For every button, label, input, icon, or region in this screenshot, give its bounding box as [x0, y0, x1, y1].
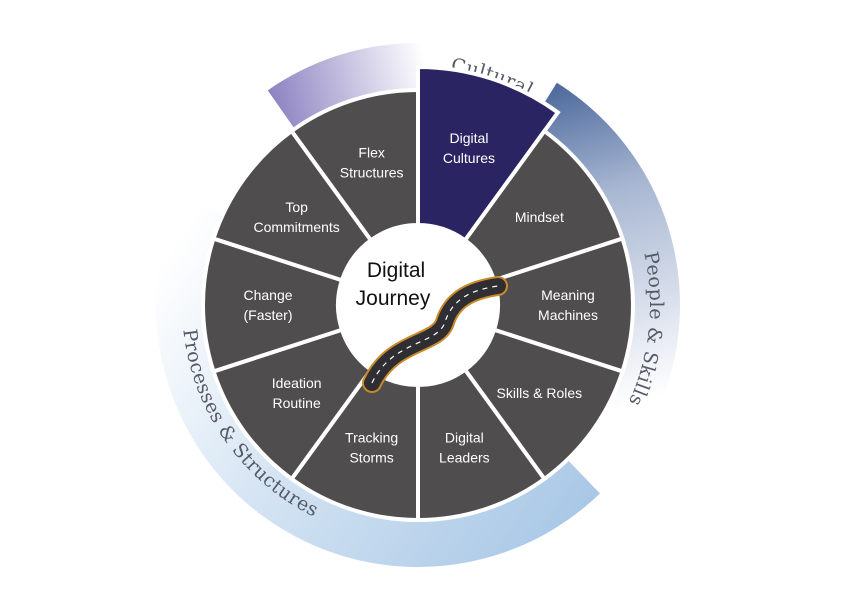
segment-label-line: Leaders — [439, 450, 490, 466]
segment-label-line: Mindset — [515, 209, 564, 225]
segment-label-change-faster: Change (Faster) — [243, 287, 292, 323]
segment-shape-digital-leaders — [416, 366, 548, 523]
segment-shape-skills-roles — [462, 327, 625, 482]
segment-change-faster: Change (Faster) — [201, 236, 345, 374]
segment-label-mindset: Mindset — [515, 209, 564, 225]
segment-label-line: Skills & Roles — [497, 385, 583, 401]
segment-label-line: (Faster) — [244, 307, 293, 323]
segment-shape-top-commitments — [211, 128, 374, 283]
segment-label-line: Meaning — [541, 287, 595, 303]
segment-skills-roles: Skills & Roles — [462, 327, 625, 482]
segment-label-skills-roles: Skills & Roles — [497, 385, 583, 401]
segment-shape-change-faster — [201, 236, 345, 374]
segment-shape-digital-cultures — [416, 64, 561, 244]
segment-label-line: Tracking — [345, 430, 398, 446]
segment-label-line: Machines — [538, 307, 598, 323]
segment-shape-flex-structures — [288, 87, 420, 244]
people-skills-band — [531, 82, 680, 512]
segment-shape-tracking-storms — [288, 366, 420, 523]
segment-label-line: Change — [243, 287, 292, 303]
segment-label-line: Ideation — [272, 375, 322, 391]
segment-label-line: Cultures — [443, 150, 495, 166]
segment-label-line: Digital — [450, 130, 489, 146]
segment-label-line: Top — [285, 199, 308, 215]
winding-road-icon — [362, 276, 508, 393]
segment-label-line: Digital — [445, 430, 484, 446]
segment-mindset: Mindset — [462, 128, 625, 283]
center-title-line-1: Digital — [367, 259, 425, 282]
segment-label-line: Flex — [358, 144, 384, 160]
category-bands — [156, 42, 680, 567]
segment-label-line: Commitments — [253, 219, 339, 235]
cultural-band — [267, 42, 557, 129]
segment-label-line: Structures — [340, 164, 404, 180]
center-circle — [340, 227, 496, 383]
segment-label-line: Routine — [273, 395, 321, 411]
segment-shape-ideation-routine — [211, 327, 374, 482]
segment-label-line: Storms — [349, 450, 393, 466]
segment-shape-mindset — [462, 128, 625, 283]
processes-structures-band — [156, 194, 601, 567]
center-title-line-2: Journey — [356, 287, 431, 310]
